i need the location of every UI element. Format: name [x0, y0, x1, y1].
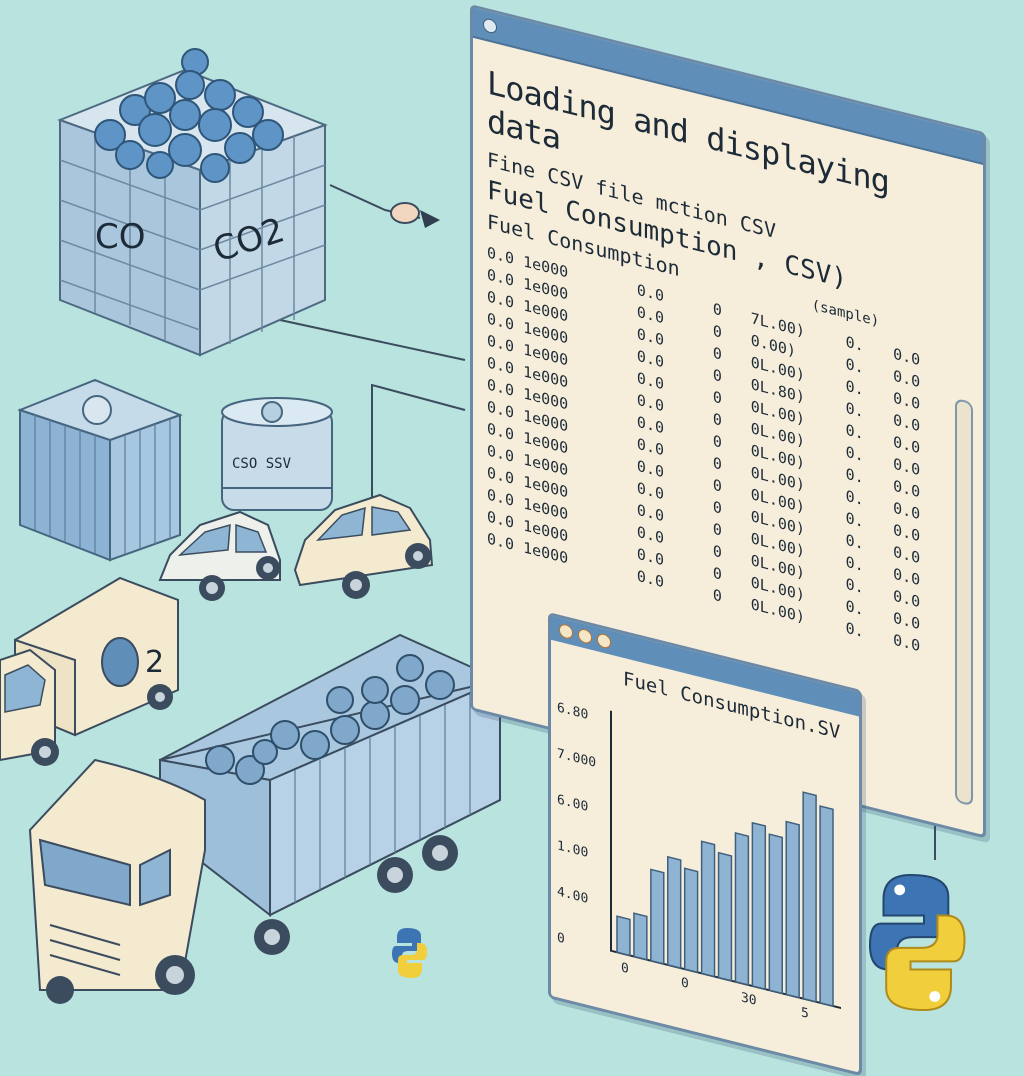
chart-bar: [616, 915, 631, 957]
truck-trailer: [158, 633, 501, 955]
car-beige: [293, 493, 434, 599]
python-logo-small-icon: [392, 928, 427, 978]
y-tick-label: 6.80: [557, 700, 588, 723]
chart-bar: [717, 851, 733, 982]
chart-bar: [700, 840, 716, 978]
illustration-scene: CO CO2 CSO SSV: [0, 4, 986, 1076]
window-minimize-icon[interactable]: [578, 627, 592, 645]
window-maximize-icon[interactable]: [597, 632, 611, 650]
chart-bar: [751, 821, 767, 991]
canister-label: CSO SSV: [232, 456, 292, 472]
window-control-icon[interactable]: [483, 17, 497, 35]
fuel-canister: CSO SSV: [221, 397, 333, 511]
chart-bar: [734, 832, 750, 986]
x-tick-label: 0: [681, 975, 689, 992]
truck-cab: [28, 758, 206, 1004]
window-close-icon[interactable]: [559, 622, 573, 641]
x-tick-label: 5: [801, 1005, 809, 1022]
python-logo-icon: [868, 873, 966, 1012]
chart-bar: [667, 855, 682, 970]
chart-bar: [819, 805, 834, 1007]
y-tick-label: 4.00: [557, 884, 588, 907]
hand-pointer-icon: [390, 202, 440, 228]
cargo-container-block: [17, 378, 183, 562]
chart-bar: [683, 867, 699, 974]
data-window-scrollbar[interactable]: [955, 397, 973, 807]
x-tick-label: 0: [621, 960, 629, 977]
x-tick-label: 30: [741, 990, 757, 1009]
delivery-van: 2: [0, 576, 179, 766]
van-number: 2: [145, 645, 164, 680]
chart-bar: [768, 833, 783, 995]
bar-chart: 6.80 7.000 6.00 1.00 4.00 0 0 0 30 5: [557, 700, 841, 1022]
co2-crate: CO CO2: [57, 48, 328, 357]
y-tick-label: 0: [557, 930, 565, 947]
chart-bar: [802, 791, 817, 1003]
y-tick-label: 7.000: [557, 746, 596, 771]
co-label: CO: [95, 217, 146, 257]
chart-bar: [785, 820, 800, 999]
y-tick-label: 1.00: [557, 838, 588, 861]
co2-molecules: [94, 48, 284, 183]
trailer-cargo: [205, 654, 455, 785]
car-small: [158, 510, 281, 601]
scene-drawing: CO CO2 CSO SSV: [0, 48, 966, 1012]
y-tick-label: 6.00: [557, 792, 588, 815]
chart-bar: [633, 912, 648, 961]
chart-bar: [650, 868, 665, 965]
